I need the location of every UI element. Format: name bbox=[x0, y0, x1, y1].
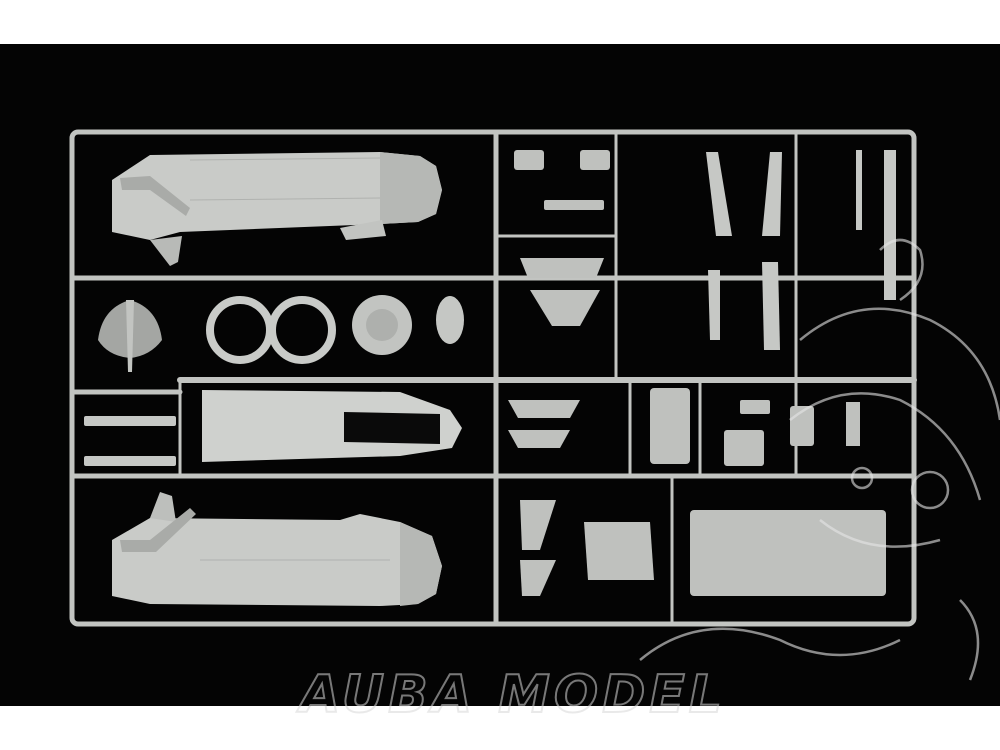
fuselage-half-lower bbox=[112, 492, 442, 606]
watermark-text: AUBA MODEL bbox=[296, 665, 726, 725]
canopy-ellipse bbox=[436, 296, 464, 344]
engine-disc bbox=[352, 295, 412, 355]
photo-background bbox=[0, 44, 1000, 706]
fuselage-half-upper bbox=[112, 152, 442, 266]
small-strips bbox=[84, 416, 176, 466]
spinner-cone bbox=[98, 300, 162, 372]
control-surfaces bbox=[706, 150, 896, 350]
bottom-band bbox=[0, 706, 1000, 750]
watermark-graphic bbox=[639, 238, 1000, 681]
cowling-rings bbox=[206, 296, 336, 364]
wing-bottom-panel bbox=[202, 390, 462, 462]
top-band bbox=[0, 0, 1000, 44]
